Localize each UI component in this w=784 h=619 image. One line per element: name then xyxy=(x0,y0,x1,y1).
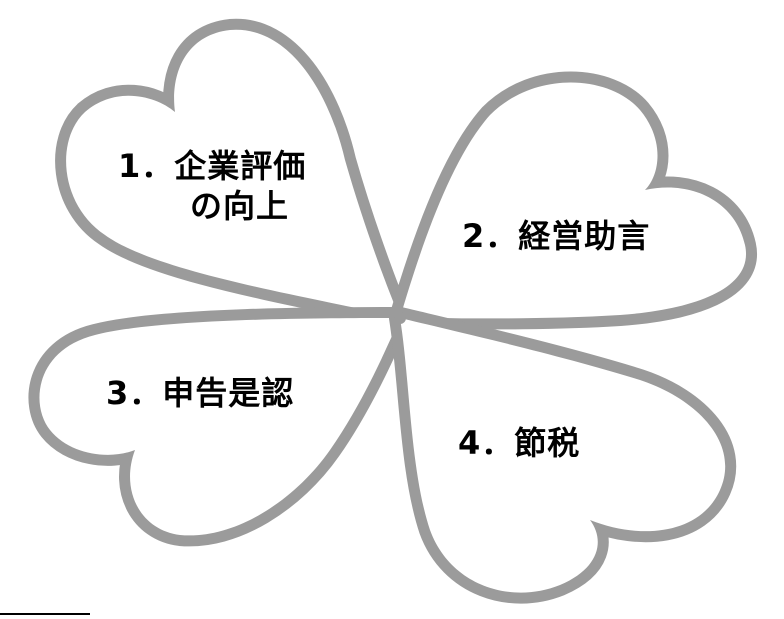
leaf-label-tax-saving: 4．節税 xyxy=(458,423,580,463)
leaf-label-1-line2: の向上 xyxy=(190,187,290,225)
leaf-label-management-advice: 2．経営助言 xyxy=(462,216,650,256)
leaf-label-3-text: 3．申告是認 xyxy=(106,374,295,412)
leaf-label-corporate-evaluation: 1．企業評価 の向上 xyxy=(118,146,306,226)
leaf-label-tax-return-acceptance: 3．申告是認 xyxy=(106,373,294,413)
corner-divider-line xyxy=(0,613,90,615)
clover-center xyxy=(394,312,406,324)
leaf-label-4-text: 4．節税 xyxy=(458,424,581,462)
leaf-label-1-line1: 1．企業評価 xyxy=(118,147,307,185)
leaf-label-2-text: 2．経営助言 xyxy=(462,217,651,255)
